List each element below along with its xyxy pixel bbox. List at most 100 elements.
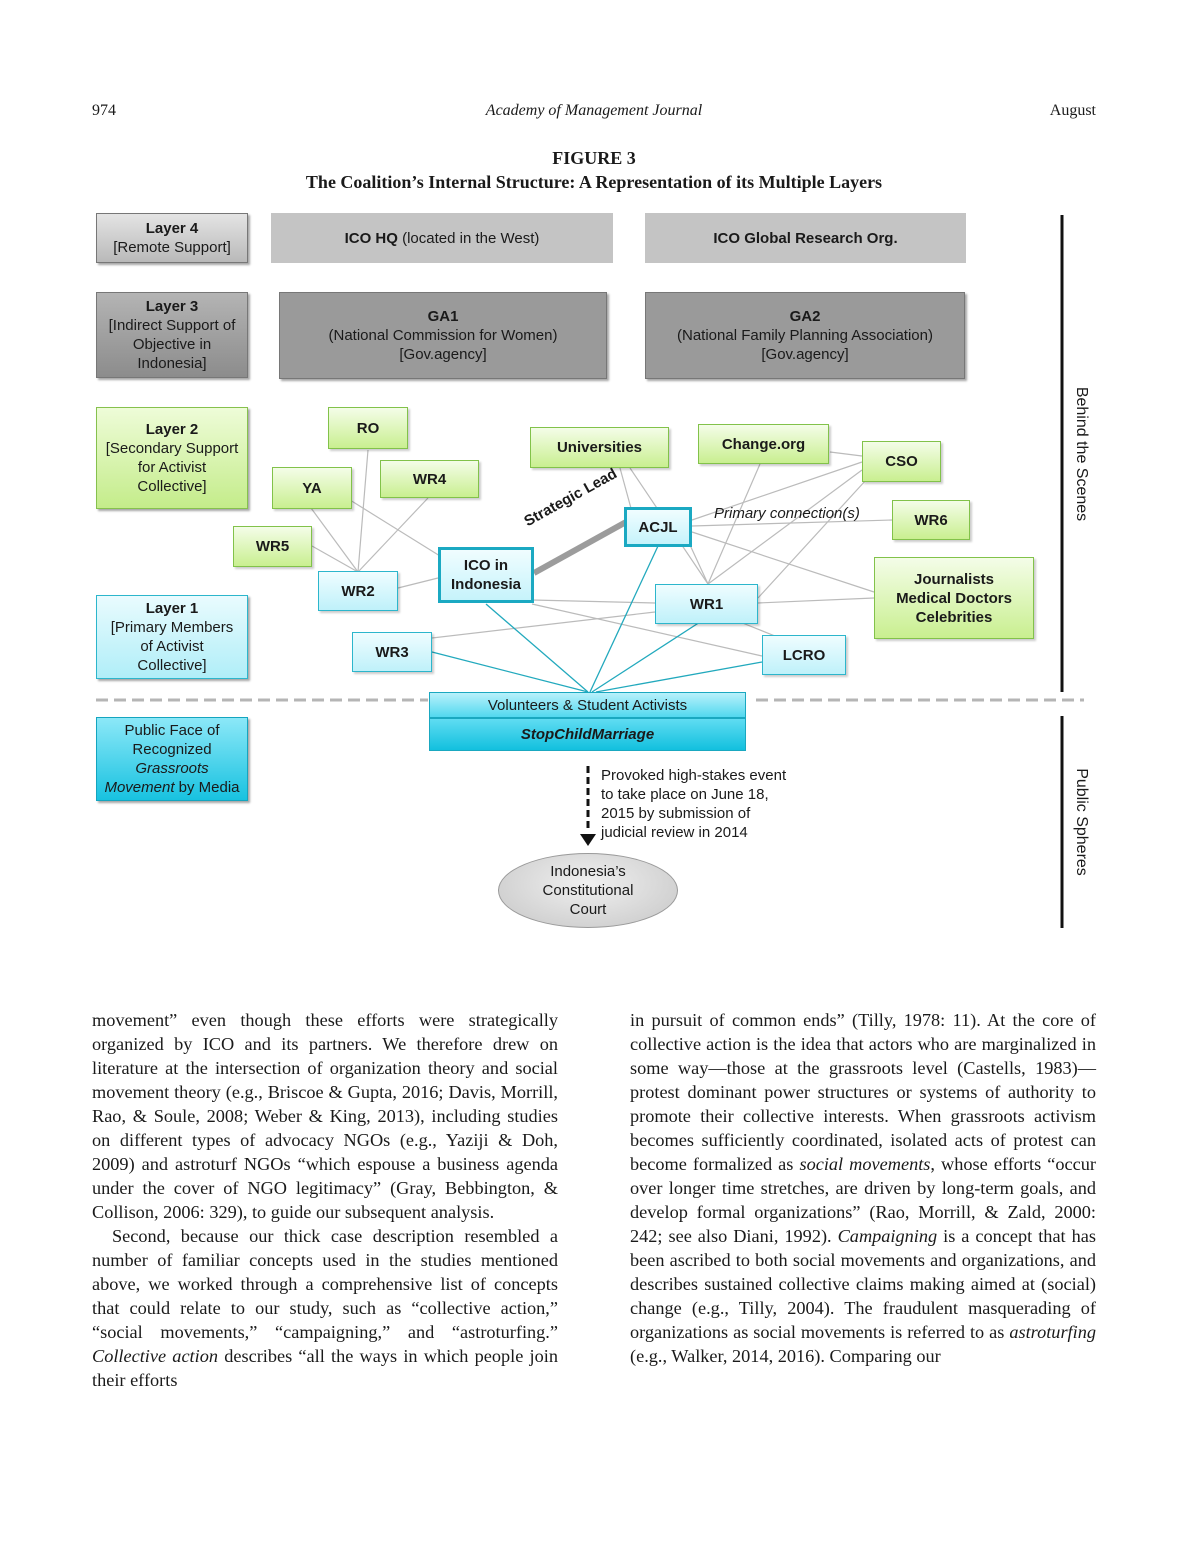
ga1-title: GA1 [427, 308, 459, 325]
event-arrow-head [580, 834, 596, 846]
ico-hq-box: ICO HQ (located in the West) [271, 213, 613, 263]
public-spheres-label: Public Spheres [1073, 768, 1090, 876]
layer3-title: Layer 3 [145, 298, 199, 315]
edge-wr3-wr1 [431, 611, 656, 639]
edge-acjl-journalists [691, 531, 875, 593]
edge-wr1-cso [707, 469, 863, 585]
edge-acjl-wr1 [689, 544, 709, 585]
node-journalists: Journalists Medical Doctors Celebrities [874, 557, 1034, 639]
public-face-label: Public Face of Recognized Grassroots Mov… [96, 717, 248, 801]
ga2-box: GA2 (National Family Planning Associatio… [645, 292, 965, 379]
journalists-line-1: Journalists [913, 570, 995, 588]
left-p2-emphasis: Collective action [92, 1346, 219, 1366]
edge-wr2-ro [357, 449, 369, 573]
figure-label: FIGURE 3 [552, 148, 636, 168]
ico-research-box: ICO Global Research Org. [645, 213, 966, 263]
ico-indonesia-line-2: Indonesia [450, 576, 521, 593]
right-emphasis-1: social movements [799, 1154, 931, 1174]
node-wr2: WR2 [318, 571, 398, 611]
node-wr4: WR4 [380, 460, 479, 498]
event-line-4: judicial review in 2014 [601, 824, 748, 841]
node-lcro: LCRO [762, 635, 846, 675]
layer1-desc-2: of Activist [140, 638, 204, 655]
body-column-right: in pursuit of common ends” (Tilly, 1978:… [630, 1008, 1096, 1368]
stopchildmarriage-box: StopChildMarriage [429, 718, 746, 751]
node-acjl: ACJL [624, 507, 692, 547]
ga2-title: GA2 [789, 308, 821, 325]
journalists-line-2: Medical Doctors [896, 589, 1012, 607]
edge-acjl-volunteers [589, 545, 659, 693]
layer2-title: Layer 2 [145, 421, 199, 438]
ico-hq-bold: ICO HQ [344, 229, 398, 247]
layer1-desc-1: [Primary Members [110, 619, 234, 636]
layer1-desc-3: Collective] [137, 657, 207, 674]
layer4-label: Layer 4 [Remote Support] [96, 213, 248, 263]
strategic-lead-link [532, 519, 628, 576]
layer2-desc-3: Collective] [137, 478, 207, 495]
public-face-line-2: Recognized [132, 741, 212, 758]
strategic-lead-label: Strategic Lead [521, 465, 620, 531]
layer3-desc-2: Objective in [132, 336, 212, 353]
edge-wr1-journalists [757, 597, 875, 604]
layer2-desc-1: [Secondary Support [105, 440, 239, 457]
right-part-d: (e.g., Walker, 2014, 2016). Comparing ou… [630, 1346, 941, 1366]
node-cso: CSO [862, 441, 941, 482]
node-change-org: Change.org [698, 424, 829, 464]
ga2-line-1: (National Family Planning Association) [677, 327, 933, 344]
node-ico-indonesia: ICO in Indonesia [438, 547, 534, 603]
ga1-line-2: [Gov.agency] [399, 346, 487, 363]
edge-wr3-volunteers [431, 651, 589, 693]
journalists-line-3: Celebrities [915, 608, 993, 626]
node-wr3: WR3 [352, 632, 432, 672]
ico-indonesia-line-1: ICO in [463, 557, 509, 574]
edge-change-cso [829, 451, 863, 457]
ico-hq-text: ICO HQ (located in the West) [345, 229, 540, 248]
node-ro: RO [328, 407, 408, 449]
edge-wr1-cso-2 [757, 479, 867, 599]
edge-wr2-wr5 [311, 545, 359, 573]
edge-ico-wr1 [531, 599, 656, 604]
constitutional-court-node: Indonesia’s Constitutional Court [498, 853, 678, 928]
public-face-line-4a: Movement [104, 779, 175, 796]
left-paragraph-1: movement” even though these efforts were… [92, 1010, 558, 1222]
figure-title: The Coalition’s Internal Structure: A Re… [305, 172, 883, 192]
layer2-label: Layer 2 [Secondary Support for Activist … [96, 407, 248, 509]
public-face-line-1: Public Face of [124, 722, 220, 739]
public-face-line-3: Grassroots [135, 760, 209, 777]
court-line-1: Indonesia’s [550, 863, 626, 880]
ga1-box: GA1 (National Commission for Women) [Gov… [279, 292, 607, 379]
ga1-line-1: (National Commission for Women) [328, 327, 558, 344]
behind-scenes-label: Behind the Scenes [1073, 386, 1090, 522]
layer1-label: Layer 1 [Primary Members of Activist Col… [96, 595, 248, 679]
volunteers-box: Volunteers & Student Activists [429, 692, 746, 718]
edge-wr1-change [707, 463, 761, 585]
edge-wr1-volunteers [591, 621, 701, 693]
node-wr1: WR1 [655, 584, 758, 624]
court-line-2: Constitutional [542, 882, 634, 899]
journal-title: Academy of Management Journal [485, 102, 703, 119]
event-line-3: 2015 by submission of [601, 805, 751, 822]
page-number: 974 [92, 102, 116, 119]
node-ya: YA [272, 467, 352, 509]
edge-wr2-wr4 [357, 497, 429, 573]
court-line-3: Court [569, 901, 607, 918]
right-part-c: is a concept that has been ascribed to b… [630, 1226, 1096, 1342]
ico-research-text: ICO Global Research Org. [713, 229, 898, 247]
layer2-desc-2: for Activist [137, 459, 207, 476]
left-p2-part-b: describes “all the ways in which people … [92, 1346, 558, 1390]
layer3-desc-3: Indonesia] [137, 355, 207, 372]
edge-wr1-lcro [739, 621, 776, 637]
edge-ico-volunteers [485, 603, 589, 693]
ico-hq-rest: (located in the West) [397, 229, 540, 247]
left-p2-part-a: Second, because our thick case descripti… [92, 1226, 558, 1342]
event-description: Provoked high-stakes event to take place… [601, 766, 786, 842]
right-part-b: , whose efforts “occur over longer time … [630, 1154, 1096, 1246]
edge-ya-ico [349, 499, 441, 557]
right-emphasis-3: astroturfing [1009, 1322, 1096, 1342]
layer1-title: Layer 1 [145, 600, 199, 617]
node-universities: Universities [530, 427, 669, 468]
node-wr6: WR6 [892, 500, 970, 540]
layer3-label: Layer 3 [Indirect Support of Objective i… [96, 292, 248, 378]
right-paragraph: in pursuit of common ends” (Tilly, 1978:… [630, 1008, 1096, 1368]
edge-lcro-volunteers [595, 661, 763, 693]
